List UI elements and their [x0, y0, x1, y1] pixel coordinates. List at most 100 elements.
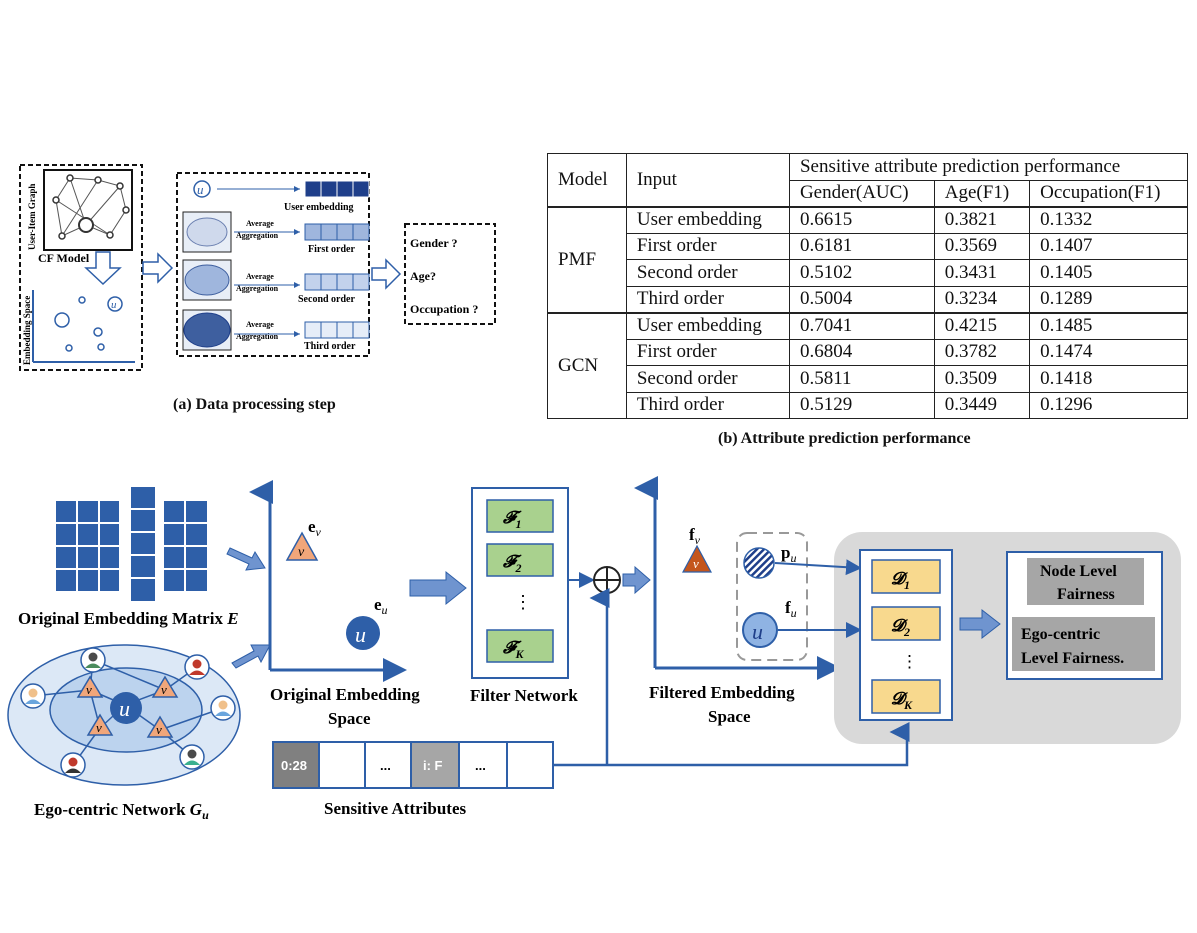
table-cell: 0.3569: [933, 232, 1031, 260]
f-u-label: fu: [785, 598, 797, 620]
down-arrow-icon: [84, 251, 122, 286]
matrix-to-space-arrow: [226, 547, 266, 571]
results-table: Model Input Sensitive attribute predicti…: [547, 153, 1189, 419]
ego-fairness-line1: Ego-centric: [1021, 626, 1100, 643]
f-v-label: fv: [689, 525, 701, 547]
table-cell: 0.5102: [788, 259, 935, 287]
sensitive-cell-3: i: F: [423, 758, 443, 773]
original-matrix-label: Original Embedding Matrix E: [18, 609, 239, 628]
embedding-matrix: [54, 485, 209, 603]
orig-space-label-1: Original Embedding: [270, 685, 420, 704]
table-cell: 0.3821: [933, 205, 1031, 234]
second-order-vector: [304, 273, 370, 291]
discriminator-2: 𝓓2: [891, 616, 910, 639]
caption-b: (b) Attribute prediction performance: [718, 430, 971, 447]
user-node-u: u: [355, 622, 366, 647]
table-cell: User embedding: [625, 311, 790, 340]
table-cell: 0.6615: [788, 205, 935, 234]
first-order-vector: [304, 223, 370, 241]
sensitive-attribute-vector: 0:28 ... i: F ...: [272, 741, 554, 789]
node-fairness-line2: Fairness: [1057, 586, 1115, 603]
sensitive-cell-0: 0:28: [281, 758, 307, 773]
filtered-user-u: u: [752, 619, 763, 644]
discriminator-k: 𝓓K: [891, 689, 913, 712]
prediction-targets-box: [404, 223, 496, 325]
discriminator-1: 𝓓1: [891, 569, 910, 592]
table-cell: 0.5811: [788, 365, 935, 393]
filtered-v-label: v: [693, 556, 699, 571]
ego-to-space-arrow: [231, 644, 271, 669]
table-cell: First order: [625, 338, 790, 366]
filtered-item-node: [681, 544, 713, 573]
table-cell: 0.1407: [1029, 232, 1188, 260]
aggregation-label-2: Aggregation: [236, 284, 279, 293]
third-order-label: Third order: [304, 341, 356, 352]
panel-a-diagram: User-Item Graph CF Model Embedding Space…: [19, 164, 496, 371]
cf-model-box: [19, 164, 143, 371]
model-gcn: GCN: [547, 311, 627, 419]
question-occupation: Occupation ?: [410, 302, 478, 316]
table-cell: 0.1418: [1029, 365, 1188, 393]
cf-model-label: CF Model: [38, 251, 90, 265]
first-order-label: First order: [308, 244, 355, 255]
question-gender: Gender ?: [410, 236, 457, 250]
table-cell: 0.3782: [933, 338, 1031, 366]
item-node-v: [285, 531, 319, 561]
table-cell: Third order: [625, 391, 790, 419]
disc-to-fairness-arrow: [959, 608, 1001, 640]
table-cell: 0.1289: [1029, 285, 1188, 313]
node-fairness-line1: Node Level: [1040, 563, 1117, 580]
ego-u: u: [119, 696, 130, 721]
table-cell: 0.6181: [788, 232, 935, 260]
table-cell: 0.1296: [1029, 391, 1188, 419]
avatar: [20, 647, 236, 778]
table-cell: 0.1332: [1029, 205, 1188, 234]
e-u-label: eu: [374, 595, 388, 617]
caption-a: (a) Data processing step: [173, 396, 336, 413]
table-cell: 0.1405: [1029, 259, 1188, 287]
table-cell: 0.1474: [1029, 338, 1188, 366]
aggregation-box: [176, 172, 370, 357]
table-cell: 0.5004: [788, 285, 935, 313]
discriminator-ellipsis: ⋮: [901, 652, 918, 671]
table-cell: 0.4215: [933, 311, 1031, 340]
graph-nodes: [52, 174, 130, 240]
ego-fairness-line2: Level Fairness.: [1021, 650, 1124, 667]
table-cell: First order: [625, 232, 790, 260]
model-pmf: PMF: [547, 205, 627, 313]
average-label-1: Average: [246, 219, 274, 228]
table-cell: 0.3431: [933, 259, 1031, 287]
header-model: Model: [547, 153, 627, 207]
p-u-label: pu: [781, 543, 796, 565]
ego-v-1: v: [86, 682, 92, 697]
framework-diagram: Original Embedding Matrix E: [7, 476, 1181, 822]
user-item-graph-label: User-Item Graph: [27, 184, 37, 250]
filter-network-label: Filter Network: [470, 686, 578, 705]
right-arrow-icon-2: [371, 258, 402, 290]
average-label-2: Average: [246, 272, 274, 281]
header-age: Age(F1): [933, 179, 1031, 207]
aggregation-node-u: u: [197, 182, 204, 197]
ego-network-label: Ego-centric Network Gu: [34, 800, 209, 822]
table-cell: 0.3234: [933, 285, 1031, 313]
user-embedding-label: User embedding: [284, 202, 354, 213]
table-cell: Third order: [625, 285, 790, 313]
ego-v-2: v: [161, 682, 167, 697]
filtered-space-label-2: Space: [708, 707, 751, 726]
table-cell: 0.3509: [933, 365, 1031, 393]
right-arrow-icon: [142, 252, 174, 284]
table-cell: 0.5129: [788, 391, 935, 419]
filter-ellipsis: ⋮: [514, 592, 532, 612]
embedding-node-u: u: [111, 299, 117, 311]
user-embedding-vector: [304, 180, 370, 198]
ego-network: v v v v u: [7, 644, 241, 786]
second-order-label: Second order: [298, 294, 356, 305]
table-cell: 0.3449: [933, 391, 1031, 419]
ego-v-3: v: [96, 720, 102, 735]
sensitive-cell-4: ...: [475, 758, 486, 773]
embedding-points: [54, 296, 123, 352]
aggregation-label-3: Aggregation: [236, 332, 279, 341]
header-input: Input: [625, 153, 790, 207]
item-v-label: v: [298, 545, 305, 560]
